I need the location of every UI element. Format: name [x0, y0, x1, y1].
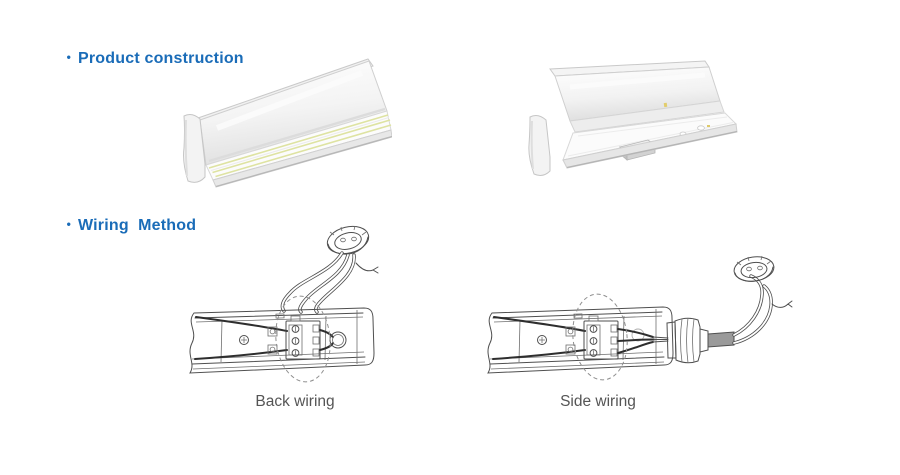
terminal-block — [285, 315, 321, 360]
fixture-body — [189, 307, 375, 374]
external-wires — [732, 274, 793, 345]
screw-icon — [239, 335, 249, 345]
side-cable-gland — [666, 317, 735, 364]
cable-gland — [733, 255, 775, 282]
fixture-open-led-strips-illustration — [183, 58, 392, 188]
section-heading-wiring-method: • Wiring Method — [48, 199, 196, 253]
end-cap — [528, 115, 551, 176]
fixture-body — [487, 306, 674, 374]
bullet-icon: • — [66, 217, 71, 231]
cable — [707, 331, 735, 348]
terminal-wire — [319, 342, 334, 351]
end-cap — [183, 114, 206, 183]
side-wiring-diagram — [487, 255, 793, 381]
back-entry-hole — [329, 331, 347, 349]
diffuser-panel — [569, 100, 725, 133]
back-wiring-diagram — [189, 225, 379, 383]
supply-wires — [280, 251, 379, 314]
section-title: Product construction — [78, 50, 244, 67]
figure-caption-back-wiring: Back wiring — [255, 393, 335, 410]
screw-icon — [537, 335, 547, 345]
cable-gland — [326, 225, 370, 255]
terminal-block — [583, 315, 619, 360]
section-heading-product-construction: • Product construction — [48, 32, 244, 86]
terminal-wires — [617, 328, 669, 354]
section-title: Wiring Method — [78, 217, 197, 234]
bullet-icon: • — [66, 50, 71, 64]
figure-caption-side-wiring: Side wiring — [560, 393, 636, 410]
detail-highlight-ellipse — [572, 293, 628, 381]
fixture-open-driver-illustration — [528, 60, 738, 176]
terminal-wire — [319, 329, 334, 338]
